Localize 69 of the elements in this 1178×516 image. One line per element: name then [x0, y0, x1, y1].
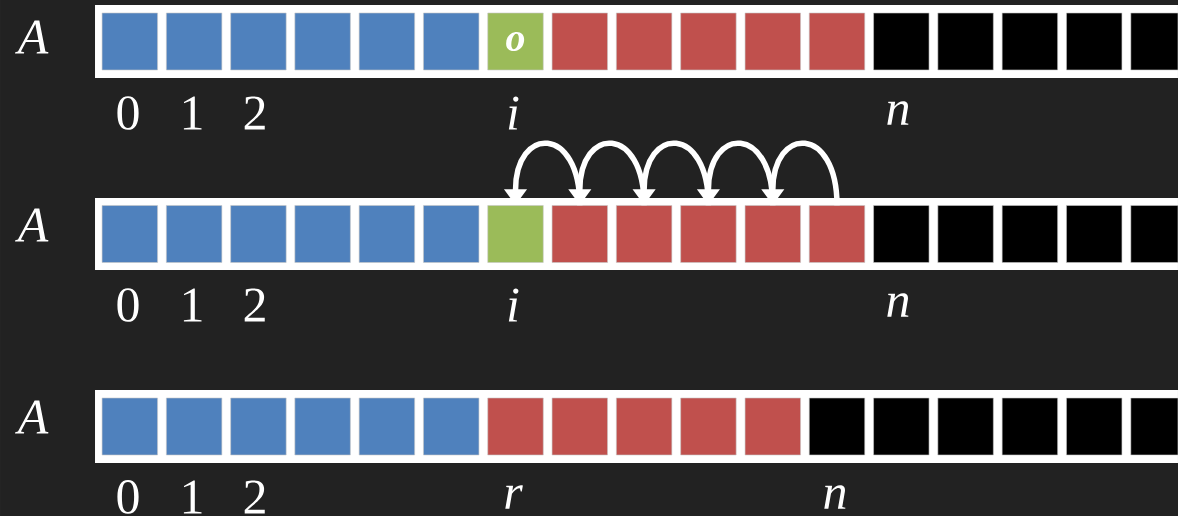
array-cell	[1001, 12, 1058, 71]
index-label: 0	[117, 288, 139, 322]
array-cell	[1066, 397, 1123, 456]
array-cell	[680, 12, 737, 71]
array-cell	[808, 12, 866, 71]
array-cell	[744, 205, 801, 263]
array-cell	[744, 397, 801, 456]
array-cell	[680, 397, 737, 456]
array-cell	[551, 205, 608, 263]
array-cell: o	[487, 12, 544, 71]
array-cell	[937, 205, 994, 263]
array-cell	[166, 205, 223, 263]
array-cell	[616, 205, 673, 263]
array-cell	[1130, 205, 1178, 263]
array-cell	[551, 12, 608, 71]
index-label: 1	[183, 480, 202, 514]
index-label: n	[887, 101, 909, 125]
array-cell	[230, 397, 287, 456]
array-cell	[1001, 397, 1058, 456]
array-cell	[1066, 205, 1123, 263]
array-cell	[1001, 205, 1058, 263]
index-label: n	[824, 485, 846, 509]
array-cell	[166, 397, 223, 456]
array-name: A	[15, 208, 49, 242]
array-cell	[358, 205, 415, 263]
array-name: A	[15, 20, 49, 54]
array-cell	[294, 397, 351, 456]
array-cell	[1130, 397, 1178, 456]
array-cell	[744, 12, 801, 71]
index-label: 0	[117, 480, 139, 514]
array-cell	[808, 205, 866, 263]
array-cell	[423, 397, 480, 456]
array-cell	[358, 12, 415, 71]
array-cell	[616, 397, 673, 456]
array-cell	[423, 12, 480, 71]
array-cell	[230, 12, 287, 71]
array-cell	[873, 12, 930, 71]
array-cell	[937, 12, 994, 71]
array-cell	[423, 205, 480, 263]
index-label: 2	[244, 288, 265, 322]
array-cell	[294, 205, 351, 263]
array-cell	[680, 205, 737, 263]
index-label: r	[505, 485, 523, 509]
array-name: A	[15, 400, 49, 434]
array-cell	[166, 12, 223, 71]
index-label: 1	[183, 288, 202, 322]
array-cell	[937, 397, 994, 456]
index-label: i	[508, 288, 519, 322]
array-cell	[1130, 12, 1178, 71]
index-label: i	[508, 96, 519, 130]
array-cell	[551, 397, 608, 456]
array-cell	[101, 397, 158, 456]
array-cell	[873, 397, 930, 456]
array-cell	[294, 12, 351, 71]
index-label: 1	[183, 96, 202, 130]
index-label: 0	[117, 96, 139, 130]
array-cell	[358, 397, 415, 456]
array-cell	[808, 397, 866, 456]
index-label: 2	[244, 96, 265, 130]
array-cell	[616, 12, 673, 71]
array-cell	[487, 397, 544, 456]
array-cell	[487, 205, 544, 263]
array-cell	[873, 205, 930, 263]
array-cell	[101, 12, 158, 71]
array-cell	[1066, 12, 1123, 71]
index-label: n	[887, 293, 909, 317]
array-cell	[230, 205, 287, 263]
array-cell	[101, 205, 158, 263]
index-label: 2	[244, 480, 265, 514]
